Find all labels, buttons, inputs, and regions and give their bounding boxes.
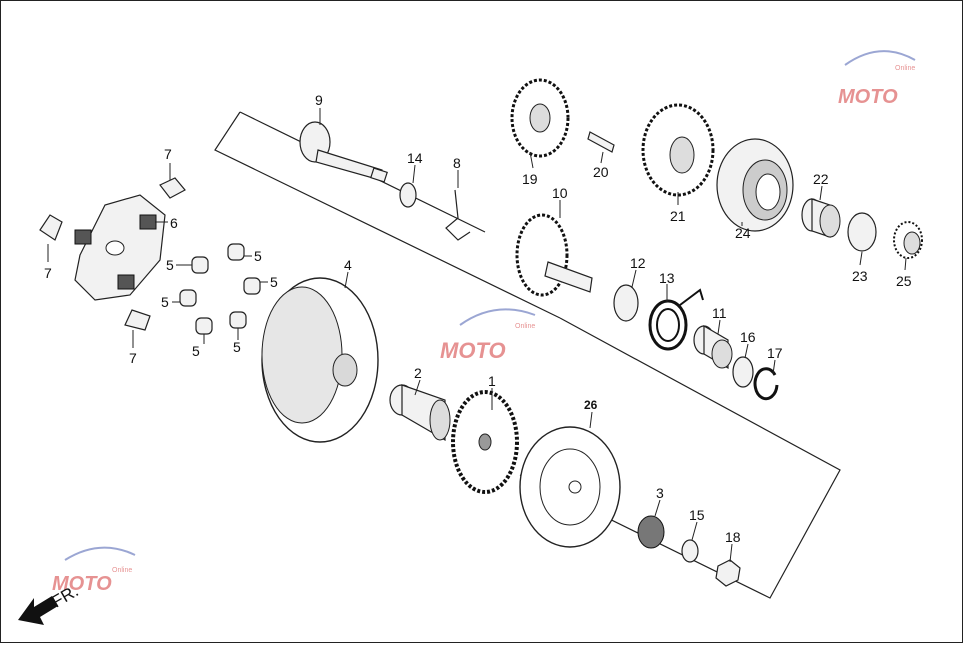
part-15-washer <box>681 539 699 563</box>
part-26-fan-face <box>519 426 621 548</box>
label-10: 10 <box>552 185 568 201</box>
label-3: 3 <box>656 485 664 501</box>
label-15: 15 <box>689 507 705 523</box>
part-25-needle-bearing <box>893 221 923 259</box>
watermark-center: MOTO Online <box>440 308 536 363</box>
part-12-washer <box>613 284 639 322</box>
label-2: 2 <box>414 365 422 381</box>
label-13: 13 <box>659 270 675 286</box>
label-1: 1 <box>488 373 496 389</box>
part-2-collar <box>389 384 451 442</box>
part-5-roller <box>179 243 261 335</box>
label-26: 26 <box>584 398 598 412</box>
part-17-circlip <box>753 367 779 401</box>
svg-text:Online: Online <box>112 567 132 574</box>
part-9-drive-shaft <box>299 121 388 183</box>
svg-text:MOTO: MOTO <box>52 573 112 595</box>
svg-text:MOTO: MOTO <box>838 86 898 108</box>
watermark-bottom-left: MOTO Online <box>52 546 136 595</box>
svg-text:Online: Online <box>515 323 535 330</box>
label-7-left: 7 <box>44 265 52 281</box>
label-22: 22 <box>813 171 829 187</box>
part-22-bushing <box>801 198 841 238</box>
label-7-top: 7 <box>164 146 172 162</box>
leader-lines <box>47 108 907 563</box>
label-19: 19 <box>522 171 538 187</box>
part-6-ramp-plate <box>74 194 166 301</box>
watermark-top-right: MOTO Online <box>838 50 916 108</box>
label-5-f: 5 <box>233 339 241 355</box>
label-8: 8 <box>453 155 461 171</box>
label-11: 11 <box>712 305 727 321</box>
part-20-pin <box>587 131 615 153</box>
svg-text:MOTO: MOTO <box>440 338 506 363</box>
label-12: 12 <box>630 255 646 271</box>
svg-text:Online: Online <box>895 65 915 72</box>
label-21: 21 <box>670 208 686 224</box>
part-19-bevel-gear <box>510 78 570 158</box>
label-20: 20 <box>593 164 609 180</box>
part-13-spring <box>648 288 704 351</box>
part-16-washer <box>732 356 754 388</box>
part-21-gear <box>641 103 715 197</box>
part-24-clutch-hub <box>716 138 794 232</box>
label-7-bottom: 7 <box>129 350 137 366</box>
label-18: 18 <box>725 529 741 545</box>
label-14: 14 <box>407 150 423 166</box>
part-14-washer <box>399 182 417 208</box>
label-5-a: 5 <box>166 257 174 273</box>
part-23-nut <box>847 212 877 252</box>
front-direction-arrow-icon <box>18 596 58 625</box>
label-16: 16 <box>740 329 756 345</box>
part-10-shaft-gear <box>515 213 593 297</box>
part-7-slider <box>39 177 186 331</box>
label-17: 17 <box>767 345 783 361</box>
label-5-b: 5 <box>254 248 262 264</box>
label-6: 6 <box>170 215 178 231</box>
part-1-ring-gear <box>451 390 519 494</box>
part-3-gear-nut <box>637 515 665 549</box>
label-4: 4 <box>344 257 352 273</box>
label-5-e: 5 <box>192 343 200 359</box>
part-4-drive-face <box>261 277 379 443</box>
label-25: 25 <box>896 273 912 289</box>
part-8-clip <box>445 189 471 241</box>
label-23: 23 <box>852 268 868 284</box>
label-5-d: 5 <box>161 294 169 310</box>
part-11-bushing <box>693 324 733 370</box>
label-5-c: 5 <box>270 274 278 290</box>
label-24: 24 <box>735 225 751 241</box>
label-9: 9 <box>315 92 323 108</box>
